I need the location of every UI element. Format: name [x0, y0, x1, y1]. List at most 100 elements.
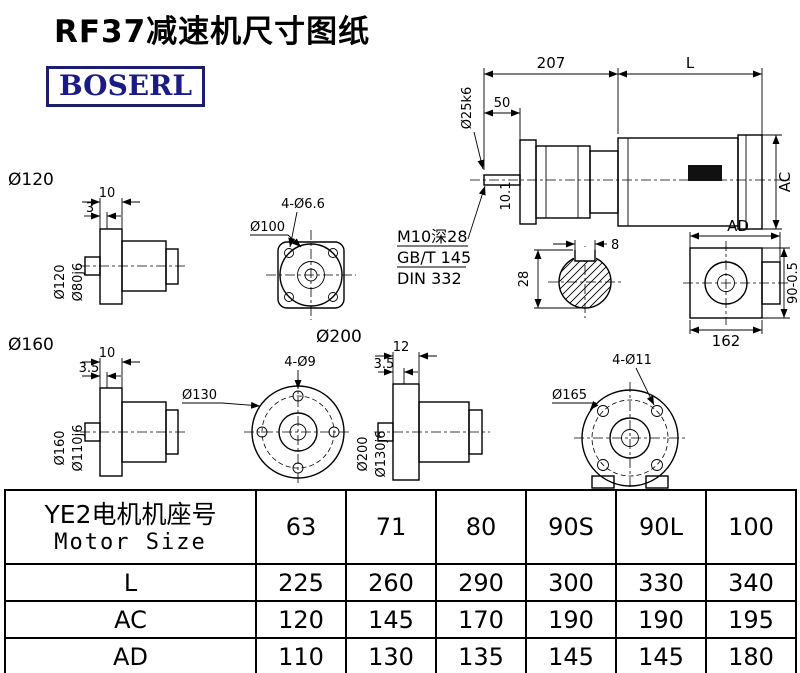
- f100-bore-inner: [304, 268, 318, 282]
- AC-value-2: 145: [345, 600, 437, 639]
- f200-endcap: [468, 409, 483, 455]
- AD-value-1: 110: [255, 637, 347, 673]
- f130-od-leader: [221, 401, 261, 409]
- f160-od-label: Ø160: [53, 430, 68, 465]
- dim-l: L: [686, 54, 695, 72]
- f165-bolt-holes: [597, 405, 663, 471]
- AD-value-5: 145: [615, 637, 707, 673]
- f200-dim-35: 3.5: [374, 357, 395, 372]
- flange-120-view: Ø120 10 3 Ø120 Ø80j6: [8, 170, 188, 305]
- f100-bore: [297, 261, 325, 289]
- f165-outer-circle: [581, 389, 679, 487]
- f100-od-leader: [287, 234, 302, 248]
- shaft-dia-leader: [473, 131, 485, 170]
- dim-162: 162: [712, 332, 741, 350]
- row-label-AC: AC: [4, 600, 257, 639]
- f165-centerlines: [574, 382, 686, 490]
- keyway-blank: [574, 247, 596, 261]
- size-col-3: 80: [435, 489, 527, 565]
- f100-od-label: Ø100: [250, 220, 285, 235]
- motor-body: [617, 137, 739, 227]
- f200-spigot-label: Ø130j6: [374, 431, 389, 478]
- f160-dim-10: 10: [99, 346, 116, 361]
- table-row-L: L 225 260 290 300 330 340: [4, 563, 797, 602]
- housing-lines: [545, 146, 579, 218]
- side-motor-stub: [761, 261, 781, 305]
- group-label-120: Ø120: [8, 170, 54, 190]
- f165-holes-leader: [635, 367, 655, 406]
- f120-dim-10: 10: [99, 186, 116, 201]
- technical-drawing: 207 L 50 Ø25k6 10.1 AC M10深28 GB/T 145 D…: [8, 54, 800, 490]
- section-hatching: [559, 256, 611, 308]
- note-din: DIN 332: [397, 269, 462, 288]
- flange-130-view: 4-Ø9 Ø130: [182, 355, 352, 486]
- AD-value-6: 180: [705, 637, 797, 673]
- output-side-view: AD 90-0.5 162: [683, 217, 800, 350]
- f100-centerlines: [266, 230, 356, 320]
- side-centerlines: [683, 241, 788, 325]
- fan-cover: [737, 134, 763, 230]
- section-centerlines: [548, 246, 622, 318]
- f160-spigot-label: Ø110j6: [71, 425, 86, 472]
- AD-value-2: 130: [345, 637, 437, 673]
- f165-holes-label: 4-Ø11: [612, 353, 652, 368]
- L-value-6: 340: [705, 563, 797, 602]
- f120-endcap: [165, 248, 179, 285]
- f165-od-label: Ø165: [552, 388, 587, 403]
- note-leader: [467, 185, 486, 240]
- side-bore: [717, 274, 735, 292]
- f160-dim-35: 3.5: [79, 361, 100, 376]
- f120-dims: [82, 198, 140, 229]
- size-col-5: 90L: [615, 489, 707, 565]
- f200-dims: [375, 352, 437, 384]
- gearbox-flange: [519, 139, 537, 225]
- flange-200-view: Ø200 12 3.5 Ø200 Ø130j6: [316, 327, 490, 481]
- f200-od-label: Ø200: [356, 436, 371, 471]
- f165-bore-inner: [621, 429, 639, 447]
- AD-value-4: 145: [525, 637, 617, 673]
- brand-text: BOSERL: [59, 69, 193, 102]
- AD-value-3: 135: [435, 637, 527, 673]
- flange-160-view: Ø160 10 3.5 Ø160 Ø110j6: [8, 335, 188, 477]
- AC-value-4: 190: [525, 600, 617, 639]
- dim-207-construct: [483, 68, 763, 171]
- group-label-160: Ø160: [8, 335, 54, 355]
- page-title: RF37减速机尺寸图纸: [54, 14, 371, 50]
- note-gb: GB/T 145: [397, 248, 471, 267]
- shaft-dia-label: Ø25k6: [460, 87, 475, 130]
- f120-dim-3: 3: [86, 201, 94, 216]
- dim-207: 207: [537, 54, 566, 72]
- dim-ac: AC: [776, 172, 794, 192]
- dim-8: 8: [611, 238, 619, 253]
- f130-bolt-circle: [261, 395, 335, 469]
- AC-value-6: 195: [705, 600, 797, 639]
- f130-bolt-holes: [256, 390, 340, 474]
- terminal-box: [688, 165, 722, 181]
- f165-foot-left: [591, 475, 615, 489]
- row-label-AD: AD: [4, 637, 257, 673]
- motor-size-header: YE2电机机座号 Motor Size: [4, 489, 257, 565]
- f165-foot-right: [645, 475, 669, 489]
- AC-value-5: 190: [615, 600, 707, 639]
- f160-endcap: [165, 409, 179, 455]
- f200-dim-12: 12: [393, 340, 410, 355]
- dim-90-construct: [762, 247, 790, 319]
- keyway-slot: [574, 250, 596, 262]
- dim-50: 50: [494, 96, 511, 111]
- motor-lines: [627, 135, 747, 229]
- dim-28: 28: [517, 271, 532, 288]
- motor-size-table: YE2电机机座号 Motor Size 63 71 80 90S 90L 100…: [4, 489, 797, 673]
- size-col-6: 100: [705, 489, 797, 565]
- gearbox-housing: [535, 145, 591, 219]
- header-cn: YE2电机机座号: [44, 499, 217, 529]
- main-assembly-view: 207 L 50 Ø25k6 10.1 AC M10深28 GB/T 145 D…: [397, 54, 794, 288]
- f100-pilot-circle: [279, 243, 343, 307]
- f100-square-flange: [277, 241, 345, 309]
- f100-holes-leader: [288, 211, 298, 248]
- dim-10-1: 10.1: [499, 182, 514, 211]
- f120-spigot-label: Ø80j6: [71, 263, 86, 302]
- f100-bolt-holes: [284, 248, 338, 302]
- f165-bolt-circle: [591, 399, 669, 477]
- dim-8-construct: [553, 240, 607, 250]
